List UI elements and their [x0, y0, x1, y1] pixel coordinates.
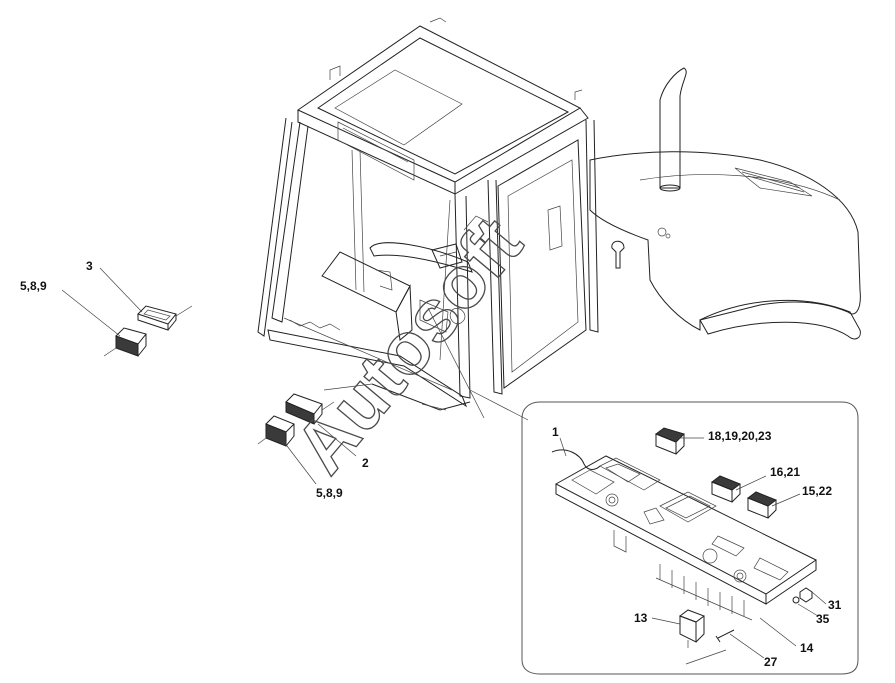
- callout-5-8-9-left: 5,8,9: [20, 279, 47, 293]
- switch-15-22: [746, 491, 778, 519]
- relay-13: [678, 609, 706, 648]
- callout-1: 1: [552, 425, 559, 439]
- callout-2: 2: [362, 456, 369, 470]
- callout-13: 13: [634, 611, 648, 625]
- washer-35: [792, 596, 800, 604]
- part-2-lens: [285, 393, 335, 425]
- screw-27: [685, 629, 735, 665]
- nut-31: [799, 587, 813, 603]
- part-3-lens: [137, 305, 193, 331]
- callout-14: 14: [800, 641, 814, 655]
- part-5-8-9-switch-left: [103, 327, 147, 357]
- callout-16-21: 16,21: [770, 465, 800, 479]
- callout-18-19-20-23: 18,19,20,23: [708, 429, 772, 443]
- callout-3: 3: [86, 259, 93, 273]
- leader-lines: [61, 267, 827, 659]
- callout-labels: 3 5,8,9 2 5,8,9 1 18,19,20,23 16,21 15,2…: [20, 259, 842, 669]
- callout-27: 27: [764, 655, 778, 669]
- part-5-8-9-switch-bottom: [257, 415, 295, 447]
- callout-31: 31: [828, 598, 842, 612]
- callout-35: 35: [816, 612, 830, 626]
- tractor-hood-drawing: [589, 67, 861, 340]
- callout-15-22: 15,22: [802, 484, 832, 498]
- detail-box: [427, 307, 859, 675]
- cab-drawing: [257, 17, 599, 411]
- switch-16-21: [710, 475, 742, 503]
- callout-5-8-9-bottom: 5,8,9: [316, 486, 343, 500]
